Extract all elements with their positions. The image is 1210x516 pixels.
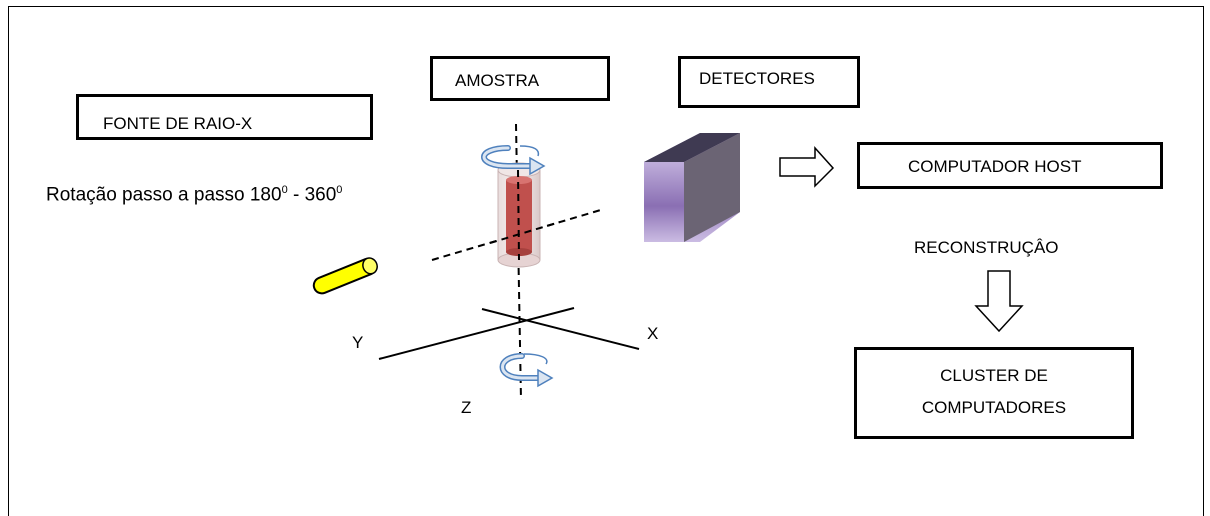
bottom-rotation-arrow-icon bbox=[499, 353, 554, 388]
rotation-prefix: Rotação passo a passo 180 bbox=[46, 184, 282, 206]
xray-source-box: FONTE DE RAIO-X bbox=[76, 94, 373, 140]
axis-label-y: Y bbox=[352, 333, 364, 352]
host-computer-label: COMPUTADOR HOST bbox=[908, 157, 1082, 176]
sample-label: AMOSTRA bbox=[455, 71, 540, 90]
x-axis-line bbox=[481, 308, 640, 350]
rotation-sup1: 0 bbox=[281, 184, 288, 196]
top-rotation-arrow-icon bbox=[481, 145, 546, 176]
y-axis-line bbox=[378, 307, 575, 360]
host-computer-box: COMPUTADOR HOST bbox=[857, 142, 1163, 189]
rotation-mid: - 360 bbox=[287, 184, 337, 206]
cluster-box: CLUSTER DE COMPUTADORES bbox=[854, 347, 1134, 439]
sample-cylinder bbox=[497, 162, 541, 268]
detector-cube bbox=[644, 133, 740, 242]
axis-label-z: Z bbox=[461, 398, 472, 417]
diagram-frame bbox=[8, 6, 1204, 516]
detectors-box: DETECTORES bbox=[678, 56, 860, 108]
xray-source-label: FONTE DE RAIO-X bbox=[103, 114, 253, 133]
right-arrow-icon bbox=[779, 146, 835, 188]
axis-label-x: X bbox=[647, 324, 659, 343]
xray-source-tube bbox=[312, 257, 378, 295]
cluster-label-line2: COMPUTADORES bbox=[921, 398, 1067, 417]
down-arrow-icon bbox=[974, 270, 1024, 333]
sample-box: AMOSTRA bbox=[430, 56, 610, 101]
detectors-label: DETECTORES bbox=[699, 69, 815, 88]
reconstruction-label: RECONSTRUÇÂO bbox=[914, 238, 1059, 257]
rotation-text: Rotação passo a passo 1800 - 3600 bbox=[46, 184, 342, 206]
rotation-sup2: 0 bbox=[336, 184, 343, 196]
cluster-label-line1: CLUSTER DE bbox=[940, 366, 1048, 385]
